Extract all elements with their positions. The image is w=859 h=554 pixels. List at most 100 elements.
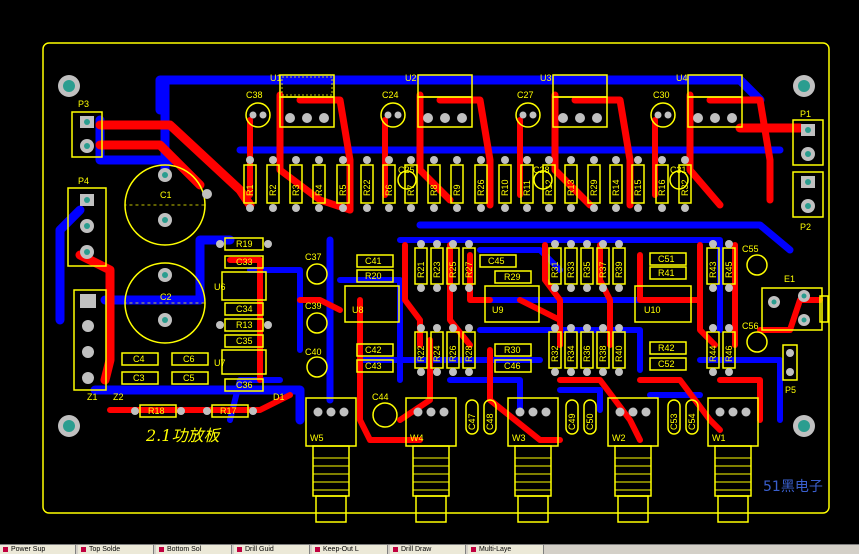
resistor-top-r6[interactable]: R6 <box>382 156 396 212</box>
resistor-low-r26[interactable]: R26 <box>446 324 460 376</box>
resistor-label: R11 <box>522 180 532 196</box>
potentiometer-w2[interactable]: W2 <box>607 397 659 523</box>
resistor-top-r1[interactable]: R1 <box>243 156 257 212</box>
resistor-label: R45 <box>724 261 734 278</box>
svg-text:C40: C40 <box>305 347 322 357</box>
resistor-low-r44[interactable]: R44 <box>706 324 720 376</box>
layer-tab-6[interactable]: Multi-Laye <box>468 545 544 554</box>
connector-p4[interactable]: P4 <box>67 176 107 267</box>
resistor-label: R28 <box>464 345 474 362</box>
resistor-mid-r21[interactable]: R21 <box>414 240 428 292</box>
cap-c2[interactable]: C2 <box>124 262 206 344</box>
resistor-top-r22[interactable]: R22 <box>360 156 374 212</box>
pot-bypass-caps[interactable]: C47 C48 C49 C50 C53 C54 <box>465 399 699 435</box>
resistor-low-r38[interactable]: R38 <box>596 324 610 376</box>
regulator-u3[interactable]: U3 <box>540 73 608 128</box>
resistor-top-r29[interactable]: R29 <box>587 156 601 212</box>
connector-e1[interactable]: E1 <box>761 274 829 331</box>
resistor-top-r9[interactable]: R9 <box>450 156 464 212</box>
resistor-top-r26[interactable]: R26 <box>474 156 488 212</box>
cap-c4: C4 <box>121 352 159 366</box>
board-outline <box>42 42 830 514</box>
resistor-mid-r33[interactable]: R33 <box>564 240 578 292</box>
resistor-top-r12[interactable]: R12 <box>542 156 556 212</box>
potentiometer-w4[interactable]: W4 <box>405 397 457 523</box>
bridge-z1[interactable]: Z1 Z2 D1 <box>73 289 285 402</box>
connector-p5[interactable]: P5 <box>782 344 798 395</box>
layer-tab-4[interactable]: Keep-Out L <box>312 545 388 554</box>
layer-tab-2[interactable]: Bottom Sol <box>156 545 232 554</box>
resistor-low-r36[interactable]: R36 <box>580 324 594 376</box>
resistor-top-r8[interactable]: R8 <box>427 156 441 212</box>
connector-p1[interactable]: P1 <box>792 109 824 166</box>
layer-tab-5[interactable]: Drill Draw <box>390 545 466 554</box>
resistor-top-r16[interactable]: R16 <box>655 156 669 212</box>
resistor-low-r34[interactable]: R34 <box>564 324 578 376</box>
cap-c33: C33 <box>224 255 264 269</box>
svg-text:R42: R42 <box>658 343 675 353</box>
resistor-low-r24[interactable]: R24 <box>430 324 444 376</box>
potentiometer-w1[interactable]: W1 <box>707 397 759 523</box>
svg-text:C48: C48 <box>485 413 495 430</box>
resistor-top-r3[interactable]: R3 <box>289 156 303 212</box>
potentiometer-row[interactable]: W5 W4 W3 W2 W1 <box>305 397 759 523</box>
chip-u9: U9 <box>484 285 540 323</box>
mid-smd-components[interactable]: C41 R20 U8 C42 C43 C45 R29 U9 R30 C46 C5… <box>344 252 692 373</box>
resistor-low-r40[interactable]: R40 <box>612 324 626 376</box>
resistor-mid-r27[interactable]: R27 <box>462 240 476 292</box>
resistor-top-r2[interactable]: R2 <box>266 156 280 212</box>
resistor-top-r14[interactable]: R14 <box>609 156 623 212</box>
resistor-mid-r37[interactable]: R37 <box>596 240 610 292</box>
resistor-mid-r25[interactable]: R25 <box>446 240 460 292</box>
resistor-top-r32[interactable]: R32 <box>678 156 692 212</box>
resistor-label: R15 <box>633 179 643 196</box>
cap-c25: C25 <box>397 165 417 190</box>
resistor-top-r7[interactable]: R7 <box>404 156 418 212</box>
layer-tab-3[interactable]: Drill Guid <box>234 545 310 554</box>
connector-p3[interactable]: P3 <box>71 99 103 158</box>
resistor-mid-r23[interactable]: R23 <box>430 240 444 292</box>
resistor-low-r32[interactable]: R32 <box>548 324 562 376</box>
regulator-u4[interactable]: U4 <box>676 73 743 128</box>
layer-tab-0[interactable]: Power Sup <box>0 545 76 554</box>
resistor-top-r11[interactable]: R11 <box>520 156 534 212</box>
resistor-low-r22[interactable]: R22 <box>414 324 428 376</box>
resistor-top-r5[interactable]: R5 <box>336 156 350 212</box>
resistor-label: R26 <box>476 179 486 196</box>
left-component-stack[interactable]: R19 C33 U6 C34 R13 C35 U7 C36 C4 C6 C3 C… <box>121 237 272 418</box>
resistor-top-r4[interactable]: R4 <box>312 156 326 212</box>
svg-text:U8: U8 <box>352 305 364 315</box>
regulators[interactable]: U1 U2 U3 U4 <box>270 73 743 128</box>
cap-c24: C24 <box>380 90 406 128</box>
layer-tab-1[interactable]: Top Solde <box>78 545 154 554</box>
resistor-top-r13[interactable]: R13 <box>564 156 578 212</box>
resistor-label: R38 <box>598 345 608 362</box>
svg-text:C27: C27 <box>517 90 534 100</box>
regulator-u2[interactable]: U2 <box>405 73 473 128</box>
resistor-top-r15[interactable]: R15 <box>631 156 645 212</box>
label-u1: U1 <box>270 73 282 83</box>
resistor-mid-r43[interactable]: R43 <box>706 240 720 292</box>
resistor-mid-r35[interactable]: R35 <box>580 240 594 292</box>
potentiometer-w3[interactable]: W3 <box>507 397 559 523</box>
resistor-low-r46[interactable]: R46 <box>722 324 736 376</box>
resistor-top-r10[interactable]: R10 <box>498 156 512 212</box>
resistor-r41: R41 <box>649 266 687 280</box>
cap-c35: C35 <box>224 334 264 348</box>
resistor-mid-r39[interactable]: R39 <box>612 240 626 292</box>
potentiometer-w5[interactable]: W5 <box>305 397 357 523</box>
svg-text:C38: C38 <box>246 90 263 100</box>
cap-c1[interactable]: C1 <box>124 164 212 246</box>
resistor-label: R6 <box>384 184 394 196</box>
resistor-mid-r31[interactable]: R31 <box>548 240 562 292</box>
resistor-label: R32 <box>550 345 560 362</box>
resistor-low-r28[interactable]: R28 <box>462 324 476 376</box>
resistor-label: R25 <box>448 261 458 278</box>
resistor-mid-r45[interactable]: R45 <box>722 240 736 292</box>
connector-p2[interactable]: P2 <box>792 171 824 232</box>
regulator-u1[interactable]: U1 <box>270 73 335 128</box>
